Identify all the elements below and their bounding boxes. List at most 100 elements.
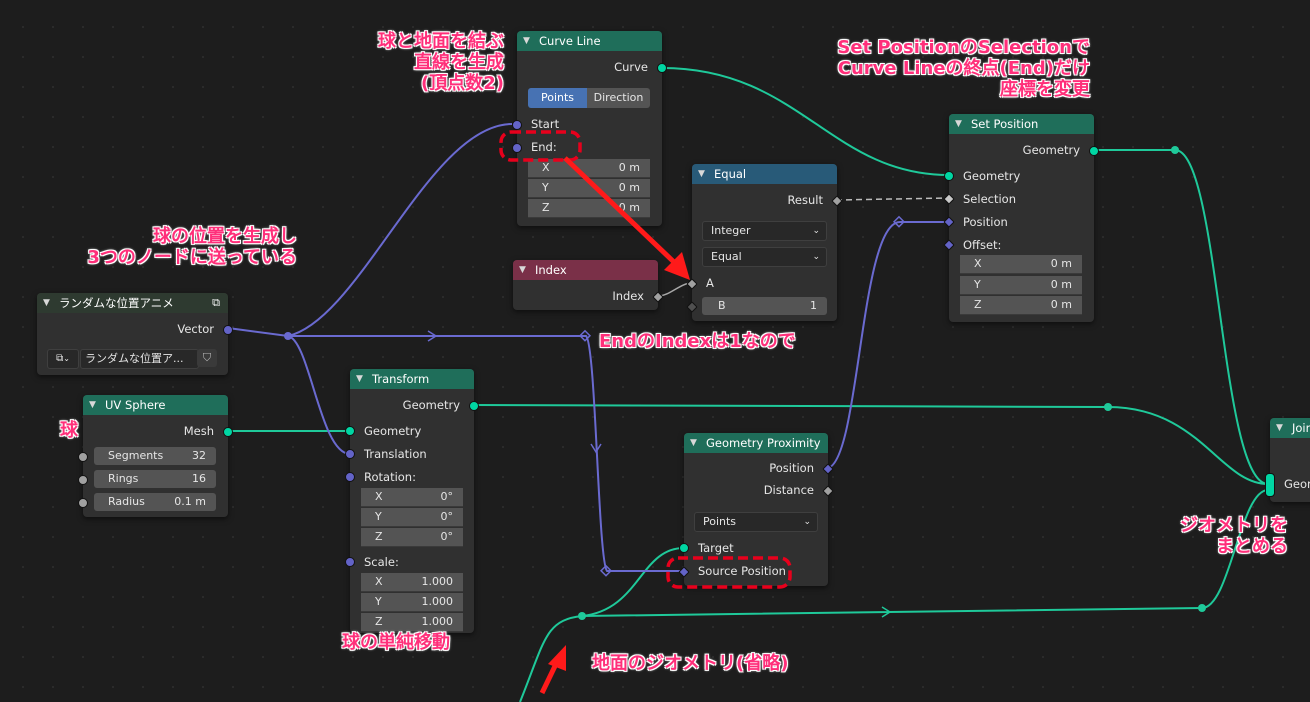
geometry-proximity-node[interactable]: ▼Geometry Proximity Position Distance Po… [678, 433, 834, 586]
b-input-socket[interactable] [686, 301, 698, 313]
setpos-geometry-input-label: Geometry [963, 169, 1021, 183]
set-position-node[interactable]: ▼Set Position Geometry Geometry Selectio… [943, 114, 1099, 322]
transform-geometry-input-label: Geometry [364, 424, 422, 438]
setpos-geometry-input-socket[interactable] [944, 171, 954, 181]
setpos-geometry-output-socket[interactable] [1089, 146, 1099, 156]
link-vector-to-translation [287, 335, 351, 455]
vector-output-label: Vector [177, 322, 214, 336]
group-browse-button[interactable]: ⧉⌄ [47, 349, 79, 369]
proximity-header[interactable]: ▼Geometry Proximity [684, 433, 828, 453]
transform-geometry-output-socket[interactable] [469, 401, 479, 411]
curve-output-label: Curve [614, 60, 648, 74]
ground-note: 地面のジオメトリ(省略) [592, 653, 789, 674]
chevron-down-icon[interactable]: ▼ [690, 438, 697, 448]
reroute-transform [1104, 403, 1112, 411]
transform-geometry-input-socket[interactable] [345, 426, 355, 436]
node-tree-icon: ⧉ [56, 353, 64, 364]
mesh-output-socket[interactable] [223, 427, 233, 437]
reroute-diamond-2 [599, 564, 613, 577]
rotation-input-label: Rotation: [364, 470, 416, 484]
chevron-down-icon: ⌄ [812, 252, 820, 262]
rotation-input-socket[interactable] [345, 472, 355, 482]
end-index-note: EndのIndexは1なので [599, 331, 796, 352]
join-header[interactable]: ▼Join [1270, 418, 1310, 438]
curve-line-node[interactable]: ▼Curve Line Curve Points Direction Start… [512, 31, 667, 226]
move-note: 球の単純移動 [342, 632, 450, 653]
sphere-note: 球 [60, 420, 78, 441]
uv-sphere-header[interactable]: ▼UV Sphere [83, 395, 228, 415]
random-position-group-node[interactable]: ▼ランダムな位置アニメ⧉ Vector ⧉⌄ ランダムな位置ア... ⛉ [37, 293, 233, 375]
join-multi-input-socket[interactable] [1265, 473, 1275, 497]
link-ground-to-proximity [519, 547, 685, 702]
start-input-label: Start [531, 117, 560, 131]
chevron-down-icon[interactable]: ▼ [519, 265, 526, 275]
target-input-socket[interactable] [679, 543, 689, 553]
equal-header[interactable]: ▼Equal [692, 164, 837, 184]
scale-input-socket[interactable] [345, 557, 355, 567]
proximity-mode-dropdown[interactable]: Points⌄ [694, 512, 818, 532]
curve-line-header[interactable]: ▼Curve Line [517, 31, 662, 51]
link-transform-to-join [473, 404, 1269, 485]
source-position-input-label: Source Position [698, 564, 786, 578]
segments-socket[interactable] [78, 452, 88, 462]
vector-output-socket[interactable] [223, 325, 233, 335]
ground-arrow-head [548, 645, 566, 671]
chevron-down-icon[interactable]: ▼ [955, 119, 962, 129]
setpos-geometry-output-label: Geometry [1022, 143, 1080, 157]
join-geometry-node[interactable]: ▼Join Geom [1265, 418, 1310, 502]
ground-arrow-line [539, 662, 559, 695]
transform-header[interactable]: ▼Transform [350, 369, 474, 389]
mode-points-button[interactable]: Points [528, 88, 587, 108]
equal-mode-dropdown[interactable]: Equal⌄ [702, 247, 827, 267]
result-output-label: Result [787, 193, 823, 207]
curve-output-socket[interactable] [657, 63, 667, 73]
set-position-header[interactable]: ▼Set Position [949, 114, 1094, 134]
random-group-header[interactable]: ▼ランダムな位置アニメ⧉ [37, 293, 228, 313]
link-result-to-selection [835, 197, 950, 201]
mesh-output-label: Mesh [183, 424, 214, 438]
reroute-vector [284, 332, 292, 340]
index-header[interactable]: ▼Index [513, 260, 658, 280]
chevron-down-icon[interactable]: ▼ [356, 374, 363, 384]
chevron-down-icon[interactable]: ▼ [1276, 423, 1283, 433]
rings-socket[interactable] [78, 475, 88, 485]
mode-direction-button[interactable]: Direction [587, 88, 650, 108]
end-input-socket[interactable] [512, 143, 522, 153]
chevron-down-icon[interactable]: ▼ [698, 169, 705, 179]
transform-node[interactable]: ▼Transform Geometry Geometry Translation… [345, 369, 479, 633]
translation-input-socket[interactable] [345, 449, 355, 459]
distance-output-label: Distance [763, 483, 814, 497]
index-node[interactable]: ▼Index Index [513, 260, 664, 310]
chevron-down-icon[interactable]: ▼ [89, 400, 96, 410]
arrow-glyph-2 [590, 443, 602, 454]
chevron-down-icon[interactable]: ▼ [43, 298, 50, 308]
group-name-field[interactable]: ランダムな位置ア... [80, 349, 199, 369]
fake-user-shield-icon[interactable]: ⛉ [197, 349, 217, 367]
curve-line-note: 球と地面を結ぶ 直線を生成 (頂点数2) [378, 31, 504, 94]
chevron-down-icon[interactable]: ▼ [523, 36, 530, 46]
link-setposition-to-join [1094, 149, 1269, 485]
reroute-ground [578, 612, 586, 620]
radius-socket[interactable] [78, 498, 88, 508]
curve-mode-switch[interactable]: Points Direction [528, 88, 650, 108]
start-input-socket[interactable] [512, 120, 522, 130]
equal-type-dropdown[interactable]: Integer⌄ [702, 221, 827, 241]
